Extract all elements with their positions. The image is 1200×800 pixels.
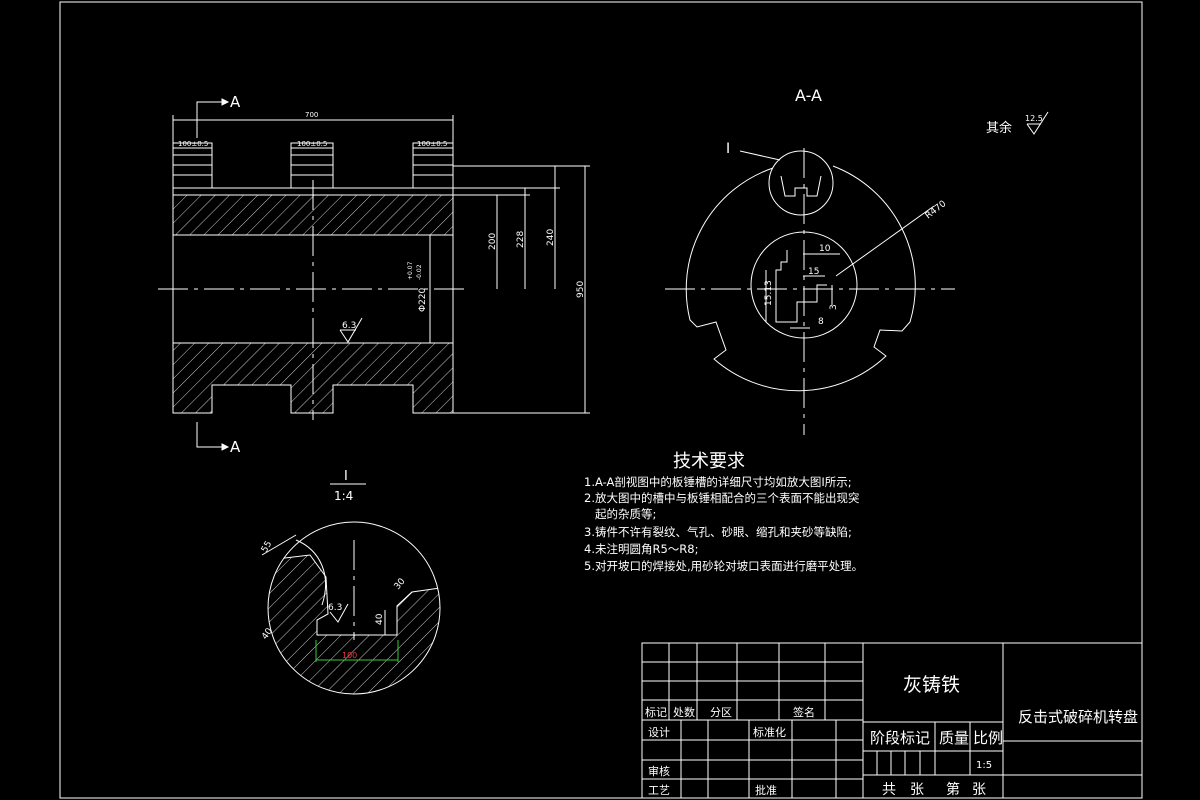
- title-block-labels: 灰铸铁 反击式破碎机转盘 标记 处数 分区 签名 设计 标准化 阶段标记 质量 …: [645, 674, 1138, 798]
- footer-sheets: 张: [910, 782, 924, 798]
- dim-200: 200: [488, 233, 498, 250]
- header-count: 处数: [673, 706, 695, 719]
- header-sign: 签名: [793, 705, 815, 719]
- detail-dim-bottom: 100: [342, 651, 357, 660]
- dim-15-13: 15.13: [764, 280, 774, 306]
- detail-roughness: 6.3: [328, 603, 342, 613]
- tech-item-5: 5.对开坡口的焊接处,用砂轮对坡口表面进行磨平处理。: [584, 559, 863, 573]
- tech-requirements: 技术要求 1.A-A剖视图中的板锤槽的详细尺寸均如放大图Ⅰ所示; 2.放大图中的…: [584, 451, 863, 573]
- dim-240: 240: [546, 229, 556, 246]
- dim-228: 228: [516, 231, 526, 248]
- detail-dim-30: 30: [393, 577, 408, 592]
- front-view: [158, 98, 590, 451]
- header-mark: 标记: [645, 705, 667, 719]
- dim-bore-tol-upper: +0.07: [407, 261, 414, 280]
- detail-dim-55: 55: [260, 540, 274, 555]
- section-title: A-A: [795, 86, 822, 105]
- roughness-note-label: 其余: [986, 120, 1012, 136]
- roughness-front: 6.3: [342, 321, 356, 331]
- detail-callout: I: [726, 141, 730, 157]
- title-block: [641, 642, 1143, 799]
- header-review: 审核: [648, 764, 670, 778]
- dim-15: 15: [808, 267, 819, 277]
- tech-item-2: 2.放大图中的槽中与板锤相配合的三个表面不能出现突: [584, 491, 860, 505]
- detail-view: [261, 483, 441, 695]
- detail-dim-40b: 40: [375, 613, 385, 625]
- header-standard: 标准化: [753, 725, 786, 739]
- header-process: 工艺: [648, 784, 670, 797]
- header-stage: 阶段标记: [870, 729, 930, 747]
- tech-item-4: 4.未注明圆角R5～R8;: [584, 542, 698, 556]
- header-scale: 比例: [973, 729, 1003, 747]
- part-name-label: 反击式破碎机转盘: [1018, 708, 1138, 726]
- tech-item-1: 1.A-A剖视图中的板锤槽的详细尺寸均如放大图Ⅰ所示;: [584, 475, 852, 489]
- dim-10: 10: [819, 244, 831, 254]
- front-view-labels: A A 700 100±0.5 100±0.5 100±0.5 200 228 …: [178, 93, 586, 456]
- drawing-border: [59, 1, 1143, 799]
- dim-3: 3: [829, 304, 839, 310]
- roughness-note: 其余 12.5: [986, 111, 1049, 136]
- tech-item-3: 3.铸件不许有裂纹、气孔、砂眼、缩孔和夹砂等缺陷;: [584, 525, 852, 539]
- detail-label: I: [344, 469, 348, 484]
- detail-scale: 1:4: [334, 489, 353, 503]
- tech-item-2b: 起的杂质等;: [584, 507, 656, 521]
- dim-slot-mid: 100±0.5: [297, 140, 327, 148]
- dim-950: 950: [576, 281, 586, 298]
- footer-sheet: 张: [972, 782, 986, 798]
- footer-total: 共: [882, 782, 896, 798]
- scale-value: 1:5: [976, 760, 992, 771]
- footer-sheet-no: 第: [946, 781, 960, 798]
- header-zone: 分区: [710, 706, 732, 719]
- header-mass: 质量: [939, 729, 969, 747]
- header-design: 设计: [648, 726, 670, 739]
- tech-title: 技术要求: [673, 451, 745, 472]
- section-mark-top: A: [230, 93, 241, 111]
- roughness-note-value: 12.5: [1025, 114, 1043, 123]
- section-mark-bottom: A: [230, 438, 241, 456]
- dim-slot-right: 100±0.5: [417, 140, 447, 148]
- dim-8: 8: [818, 317, 824, 327]
- dim-slot-left: 100±0.5: [178, 140, 208, 148]
- header-approve: 批准: [755, 783, 777, 797]
- material-label: 灰铸铁: [903, 674, 960, 696]
- dim-bore-tol-lower: -0.02: [416, 264, 423, 280]
- dim-bore: Φ220: [418, 287, 428, 312]
- dim-overall-width: 700: [305, 111, 318, 119]
- radius-label: R470: [924, 199, 949, 221]
- section-view: [665, 148, 955, 435]
